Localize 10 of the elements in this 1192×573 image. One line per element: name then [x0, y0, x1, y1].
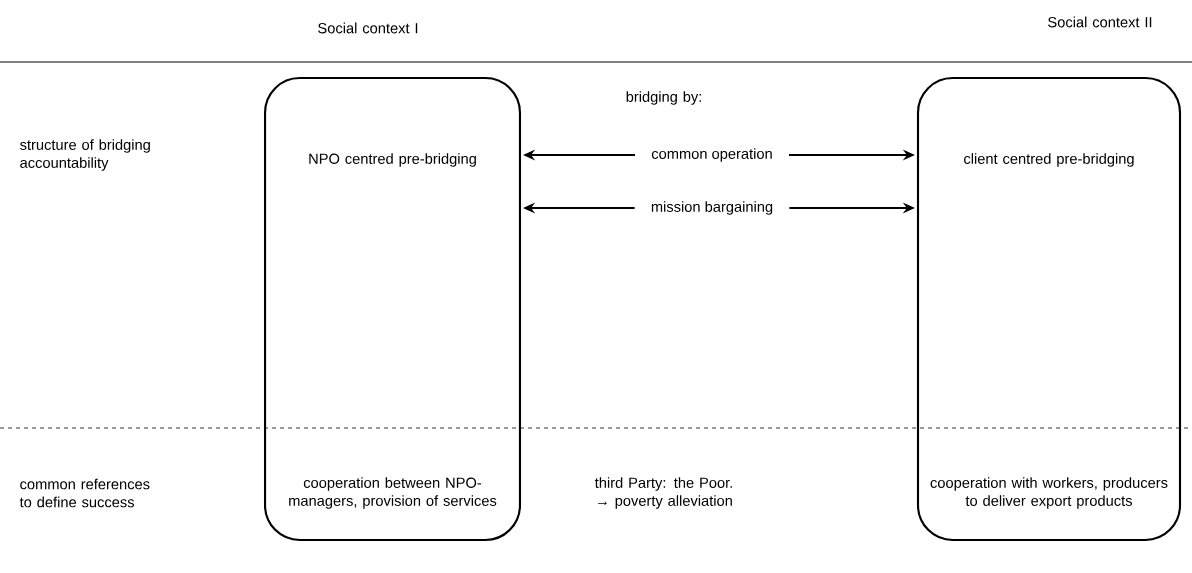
- row-label: common references to define success: [19, 478, 150, 508]
- column-heading: Social context I: [318, 22, 418, 34]
- rounded-box: client centred pre-bridging cooperation with workers, producers to deliver export products: [916, 76, 1182, 542]
- arrow-label: common operation: [651, 148, 772, 162]
- note-text: third Party: the Poor. → poverty alleviation: [594, 477, 732, 509]
- heading-text: bridging by:: [626, 91, 701, 105]
- rounded-box: NPO centred pre-bridging cooperation between NPO-managers, provision of services: [263, 76, 522, 542]
- row-label: structure of bridging accountability: [20, 139, 150, 171]
- arrow-label: mission bargaining: [651, 201, 773, 215]
- column-heading: Social context II: [1048, 16, 1152, 28]
